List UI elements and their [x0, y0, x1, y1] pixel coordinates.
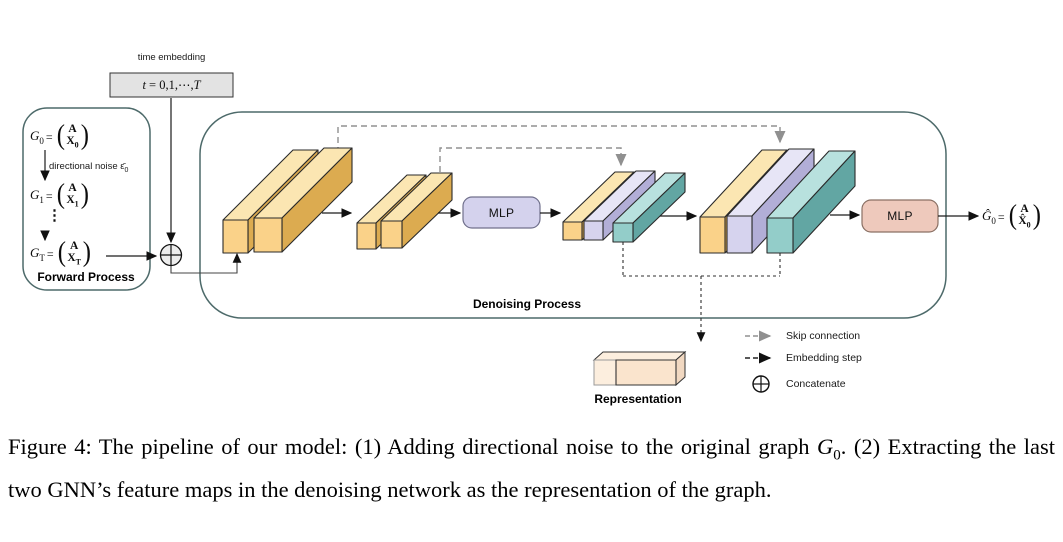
g-letter: G [30, 245, 40, 261]
time-range: = 0,1,⋯, [149, 78, 194, 92]
cuboid-front-face [726, 215, 753, 254]
g-subscript: 0 [991, 216, 996, 227]
mlp2-label: MLP [887, 209, 913, 223]
caption-g: G [817, 434, 834, 459]
left-paren: ( [57, 236, 66, 268]
fused-block-2 [699, 148, 856, 254]
caption-text-1: Figure 4: The pipeline of our model: (1)… [8, 434, 818, 459]
forward-process-box [22, 107, 151, 291]
g-letter: G [30, 128, 40, 144]
cuboid-front-face [562, 221, 583, 241]
g-letter: G [30, 187, 40, 203]
g-subscript: 0 [39, 136, 44, 147]
cuboid-front-face [356, 222, 377, 250]
right-paren: ) [1032, 199, 1041, 231]
gnn-block-1 [222, 147, 353, 254]
fused-block-1 [562, 170, 686, 243]
representation-block [592, 350, 687, 387]
matrix-X: XT [67, 252, 81, 268]
x-subscript: 1 [74, 199, 79, 209]
skip-connection-2 [439, 147, 627, 172]
g-hat-letter: Ĝ [982, 208, 992, 224]
legend-embedding-label: Embedding step [786, 352, 862, 364]
x-letter: X [66, 134, 75, 147]
g0-hat-symbol: Ĝ0 [982, 207, 996, 226]
cuboid-front-face [612, 222, 634, 243]
caption-text-2: . (2) Extracting the last two GNN’s feat… [8, 434, 1056, 502]
cuboid-front-face [222, 219, 249, 254]
directional-noise-label: directional noise ε̄0 [49, 161, 128, 174]
x-subscript: 0 [74, 140, 79, 150]
g1-symbol: G1 [30, 186, 44, 205]
epsilon-subscript: 0 [124, 166, 129, 174]
matrix-A: A [68, 122, 77, 135]
right-paren: ) [80, 178, 89, 210]
gT-symbol: GT [30, 244, 45, 263]
mlp1-label: MLP [488, 205, 515, 220]
equals-sign: = [45, 188, 53, 203]
x-letter: X [66, 193, 75, 206]
arrow-concat-to-block1 [170, 252, 242, 274]
time-embedding-box [109, 72, 234, 98]
gnn-block-2 [356, 172, 453, 250]
cuboid-front-face [766, 217, 794, 254]
legend-skip-label: Skip connection [786, 330, 861, 342]
g0-symbol: G0 [30, 127, 44, 146]
time-embedding-formula: t = 0,1,⋯,T [110, 74, 233, 96]
matrix-X-hat: X̂0 [1018, 215, 1030, 231]
left-paren: ( [1008, 199, 1017, 231]
equals-sign: = [45, 129, 53, 144]
denoising-process-title: Denoising Process [472, 297, 582, 311]
time-embedding-label: time embedding [137, 52, 206, 63]
caption-g-subscript: 0 [833, 447, 841, 464]
var-T: T [193, 77, 201, 92]
left-paren: ( [56, 119, 65, 151]
cuboid-front-left-face [593, 359, 617, 386]
x-subscript: 0 [1026, 220, 1031, 230]
left-paren: ( [56, 178, 65, 210]
equals-sign: = [46, 246, 54, 261]
pipeline-diagram [22, 72, 980, 393]
x-hat-letter: X̂ [1018, 214, 1027, 227]
x-letter: X [67, 251, 76, 264]
g-subscript: T [39, 253, 45, 264]
vertical-ellipsis: ⋮ [47, 208, 62, 224]
legend-concatenate-label: Concatenate [786, 378, 846, 390]
denoising-process-box [199, 111, 947, 319]
representation-label: Representation [594, 392, 682, 406]
matrix-A: A [1020, 202, 1029, 215]
matrix-X: X0 [66, 135, 78, 151]
forward-process-title: Forward Process [37, 270, 135, 284]
concatenate-icon [159, 243, 183, 267]
legend-concatenate-icon [752, 375, 770, 393]
cuboid-front-face [253, 217, 283, 253]
cuboid-front-face [380, 220, 403, 249]
cuboid-front-face [699, 216, 726, 254]
var-t: t [142, 77, 146, 92]
cuboid-front-right-face [615, 359, 677, 386]
right-paren: ) [82, 236, 91, 268]
figure-caption: Figure 4: The pipeline of our model: (1)… [8, 430, 1055, 507]
right-paren: ) [80, 119, 89, 151]
matrix-X: X1 [66, 194, 78, 210]
epsilon-symbol: ε̄ [120, 161, 125, 172]
matrix-A: A [70, 239, 79, 252]
noise-text: directional noise [49, 161, 121, 172]
matrix-A: A [68, 181, 77, 194]
cuboid-top-face [592, 351, 687, 361]
equals-sign: = [997, 209, 1005, 224]
cuboid-front-face [583, 220, 604, 241]
x-subscript: T [75, 257, 81, 267]
g-subscript: 1 [39, 195, 44, 206]
skip-connection-1 [337, 125, 786, 153]
